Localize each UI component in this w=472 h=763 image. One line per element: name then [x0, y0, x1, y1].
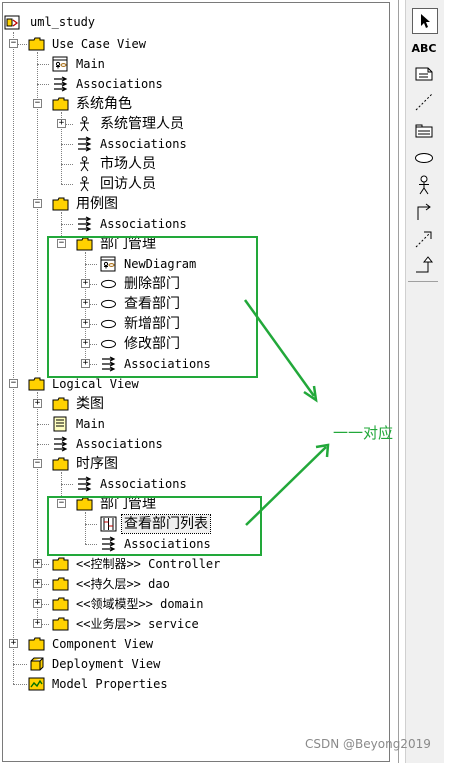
- tree-item-label: 部门管理: [100, 496, 156, 512]
- tree-item-label: Associations: [100, 477, 187, 491]
- anchor-line-icon: [415, 93, 433, 111]
- highlight-box-usecase-dept: [47, 236, 258, 378]
- expand-toggle-icon[interactable]: +: [81, 298, 90, 308]
- watermark: CSDN @Beyong2019: [305, 737, 431, 751]
- toolbox-separator: [408, 281, 438, 282]
- generalization-icon: [416, 256, 434, 273]
- tree-item-label: 市场人员: [100, 156, 156, 172]
- tree-item-label: NewDiagram: [124, 257, 197, 271]
- expand-toggle-icon[interactable]: +: [81, 338, 90, 348]
- tree-item-label: 回访人员: [100, 176, 156, 192]
- use-case-icon: [415, 153, 433, 163]
- anchor-note-tool-button[interactable]: [406, 90, 442, 114]
- tree-item-label: Associations: [124, 357, 211, 371]
- collapse-toggle-icon[interactable]: −: [57, 238, 66, 248]
- expand-toggle-icon[interactable]: +: [81, 358, 90, 368]
- tree-item-label: <<领域模型>> domain: [76, 597, 204, 611]
- tree-item-label: Associations: [100, 137, 187, 151]
- tree-item-label: 修改部门: [124, 336, 180, 352]
- dependency-icon: [415, 231, 432, 248]
- highlight-box-sequence-dept: [47, 496, 262, 556]
- actor-icon: [419, 175, 429, 195]
- arrow-head-bottom: [315, 443, 330, 458]
- association-tool-button[interactable]: [406, 200, 442, 224]
- tree-item-label: 用例图: [76, 196, 118, 212]
- right-margin: [444, 0, 472, 763]
- expand-toggle-icon[interactable]: +: [33, 598, 42, 608]
- collapse-toggle-icon[interactable]: −: [9, 38, 18, 48]
- collapse-toggle-icon[interactable]: −: [9, 378, 18, 388]
- expand-toggle-icon[interactable]: +: [33, 618, 42, 628]
- tree-item-label: Deployment View: [52, 657, 161, 671]
- tree-item-label: Associations: [76, 77, 163, 91]
- correspondence-annotation: 一一对应: [333, 424, 394, 442]
- expand-toggle-icon[interactable]: +: [33, 558, 42, 568]
- package-icon: [415, 124, 433, 138]
- selection-tool-button[interactable]: [412, 8, 438, 34]
- generalization-tool-button[interactable]: [406, 254, 442, 278]
- text-tool-button[interactable]: ABC: [406, 36, 442, 60]
- tree-item-label: Model Properties: [52, 677, 168, 691]
- tree-item-label: Associations: [124, 537, 211, 551]
- collapse-toggle-icon[interactable]: −: [33, 198, 42, 208]
- tree-item-label: Logical View: [52, 377, 139, 391]
- tree-item-label: Associations: [100, 217, 187, 231]
- arrow-line-top: [243, 299, 316, 397]
- tree-item-label: 删除部门: [124, 276, 180, 292]
- note-tool-button[interactable]: [406, 62, 442, 86]
- tree-item-label: uml_study: [30, 15, 96, 29]
- unidirectional-association-icon: [417, 203, 431, 220]
- tree-item-label: <<业务层>> service: [76, 617, 199, 631]
- dependency-tool-button[interactable]: [406, 227, 442, 251]
- tree-item-label-selected: 查看部门列表: [121, 514, 211, 534]
- tree-item-label: Main: [76, 57, 105, 71]
- tree-item-label: 系统管理人员: [100, 116, 184, 132]
- arrow-line-bottom: [245, 446, 327, 526]
- use-case-tool-button[interactable]: [406, 146, 442, 170]
- expand-toggle-icon[interactable]: +: [81, 318, 90, 328]
- collapse-toggle-icon[interactable]: −: [33, 98, 42, 108]
- tree-item-label: 类图: [76, 396, 104, 412]
- arrow-cursor-icon: [421, 14, 430, 28]
- collapse-toggle-icon[interactable]: −: [57, 498, 66, 508]
- expand-toggle-icon[interactable]: +: [9, 638, 18, 648]
- arrow-head-top: [303, 385, 318, 403]
- tree-item-label: 新增部门: [124, 316, 180, 332]
- tree-item-label: Main: [76, 417, 105, 431]
- browser-tree-frame: [2, 2, 390, 762]
- tree-item-label: 部门管理: [100, 236, 156, 252]
- expand-toggle-icon[interactable]: +: [33, 578, 42, 588]
- collapse-toggle-icon[interactable]: −: [33, 458, 42, 468]
- tree-item-label: <<持久层>> dao: [76, 577, 170, 591]
- tree-item-label: 查看部门: [124, 296, 180, 312]
- tree-item-label: 时序图: [76, 456, 118, 472]
- actor-tool-button[interactable]: [406, 173, 442, 197]
- note-icon: [415, 67, 433, 81]
- tree-item-label: Associations: [76, 437, 163, 451]
- expand-toggle-icon[interactable]: +: [57, 118, 66, 128]
- tree-item-label: Use Case View: [52, 37, 146, 51]
- expand-toggle-icon[interactable]: +: [33, 398, 42, 408]
- text-tool-label: ABC: [411, 41, 437, 55]
- expand-toggle-icon[interactable]: +: [81, 278, 90, 288]
- tree-item-label: Component View: [52, 637, 154, 651]
- package-tool-button[interactable]: [406, 118, 442, 142]
- tree-item-label: 系统角色: [76, 96, 132, 112]
- tree-item-label: <<控制器>> Controller: [76, 557, 221, 571]
